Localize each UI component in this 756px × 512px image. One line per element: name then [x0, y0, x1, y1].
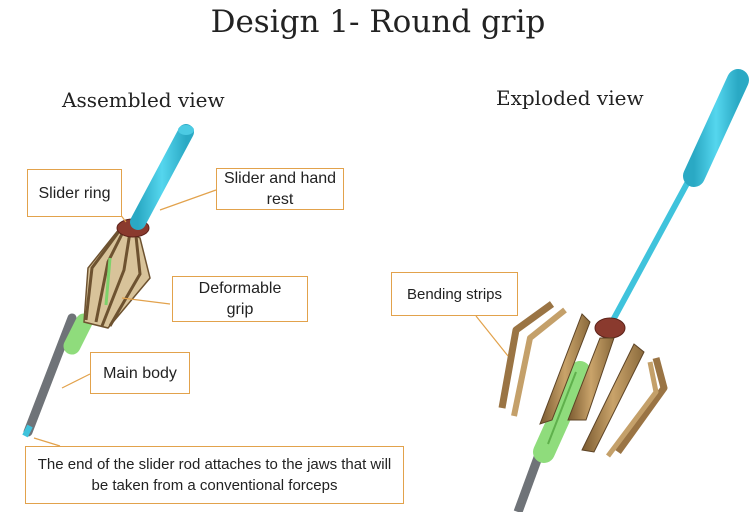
- callout-slider-hand-rest: Slider and hand rest: [216, 168, 344, 210]
- callout-end-note-text: The end of the slider rod attaches to th…: [37, 456, 392, 494]
- slider-rod-tip: [22, 424, 33, 438]
- callout-slider-hand-rest-text: Slider and hand rest: [223, 170, 337, 208]
- callout-bending-strips-text: Bending strips: [406, 285, 503, 303]
- callout-main-body-text: Main body: [103, 364, 177, 382]
- callout-slider-ring: Slider ring: [27, 169, 122, 217]
- exploded-slider-rod: [609, 176, 693, 324]
- exploded-view-label: Exploded view: [496, 86, 644, 110]
- deformable-grip-cage: [83, 227, 151, 329]
- callout-main-body: Main body: [90, 352, 190, 394]
- main-body-green: [63, 313, 93, 355]
- callout-leaders: [33, 189, 509, 447]
- callout-end-note: The end of the slider rod attaches to th…: [25, 446, 404, 504]
- slider-hand-rest: [130, 124, 194, 230]
- callout-deformable-grip-text: Deformable grip: [198, 280, 282, 318]
- callout-deformable-grip: Deformable grip: [172, 276, 308, 322]
- callout-bending-strips: Bending strips: [391, 272, 518, 316]
- slide-title: Design 1- Round grip: [210, 4, 546, 40]
- exploded-main-rod: [513, 450, 545, 512]
- assembled-view-label: Assembled view: [62, 88, 225, 112]
- assembled-device: [22, 124, 194, 438]
- exploded-slider-ring: [594, 317, 626, 339]
- exploded-device: [498, 69, 749, 512]
- main-body-rod: [23, 313, 77, 437]
- callout-slider-ring-text: Slider ring: [38, 184, 111, 202]
- exploded-hand-rest: [683, 69, 749, 187]
- bending-strips: [498, 301, 668, 458]
